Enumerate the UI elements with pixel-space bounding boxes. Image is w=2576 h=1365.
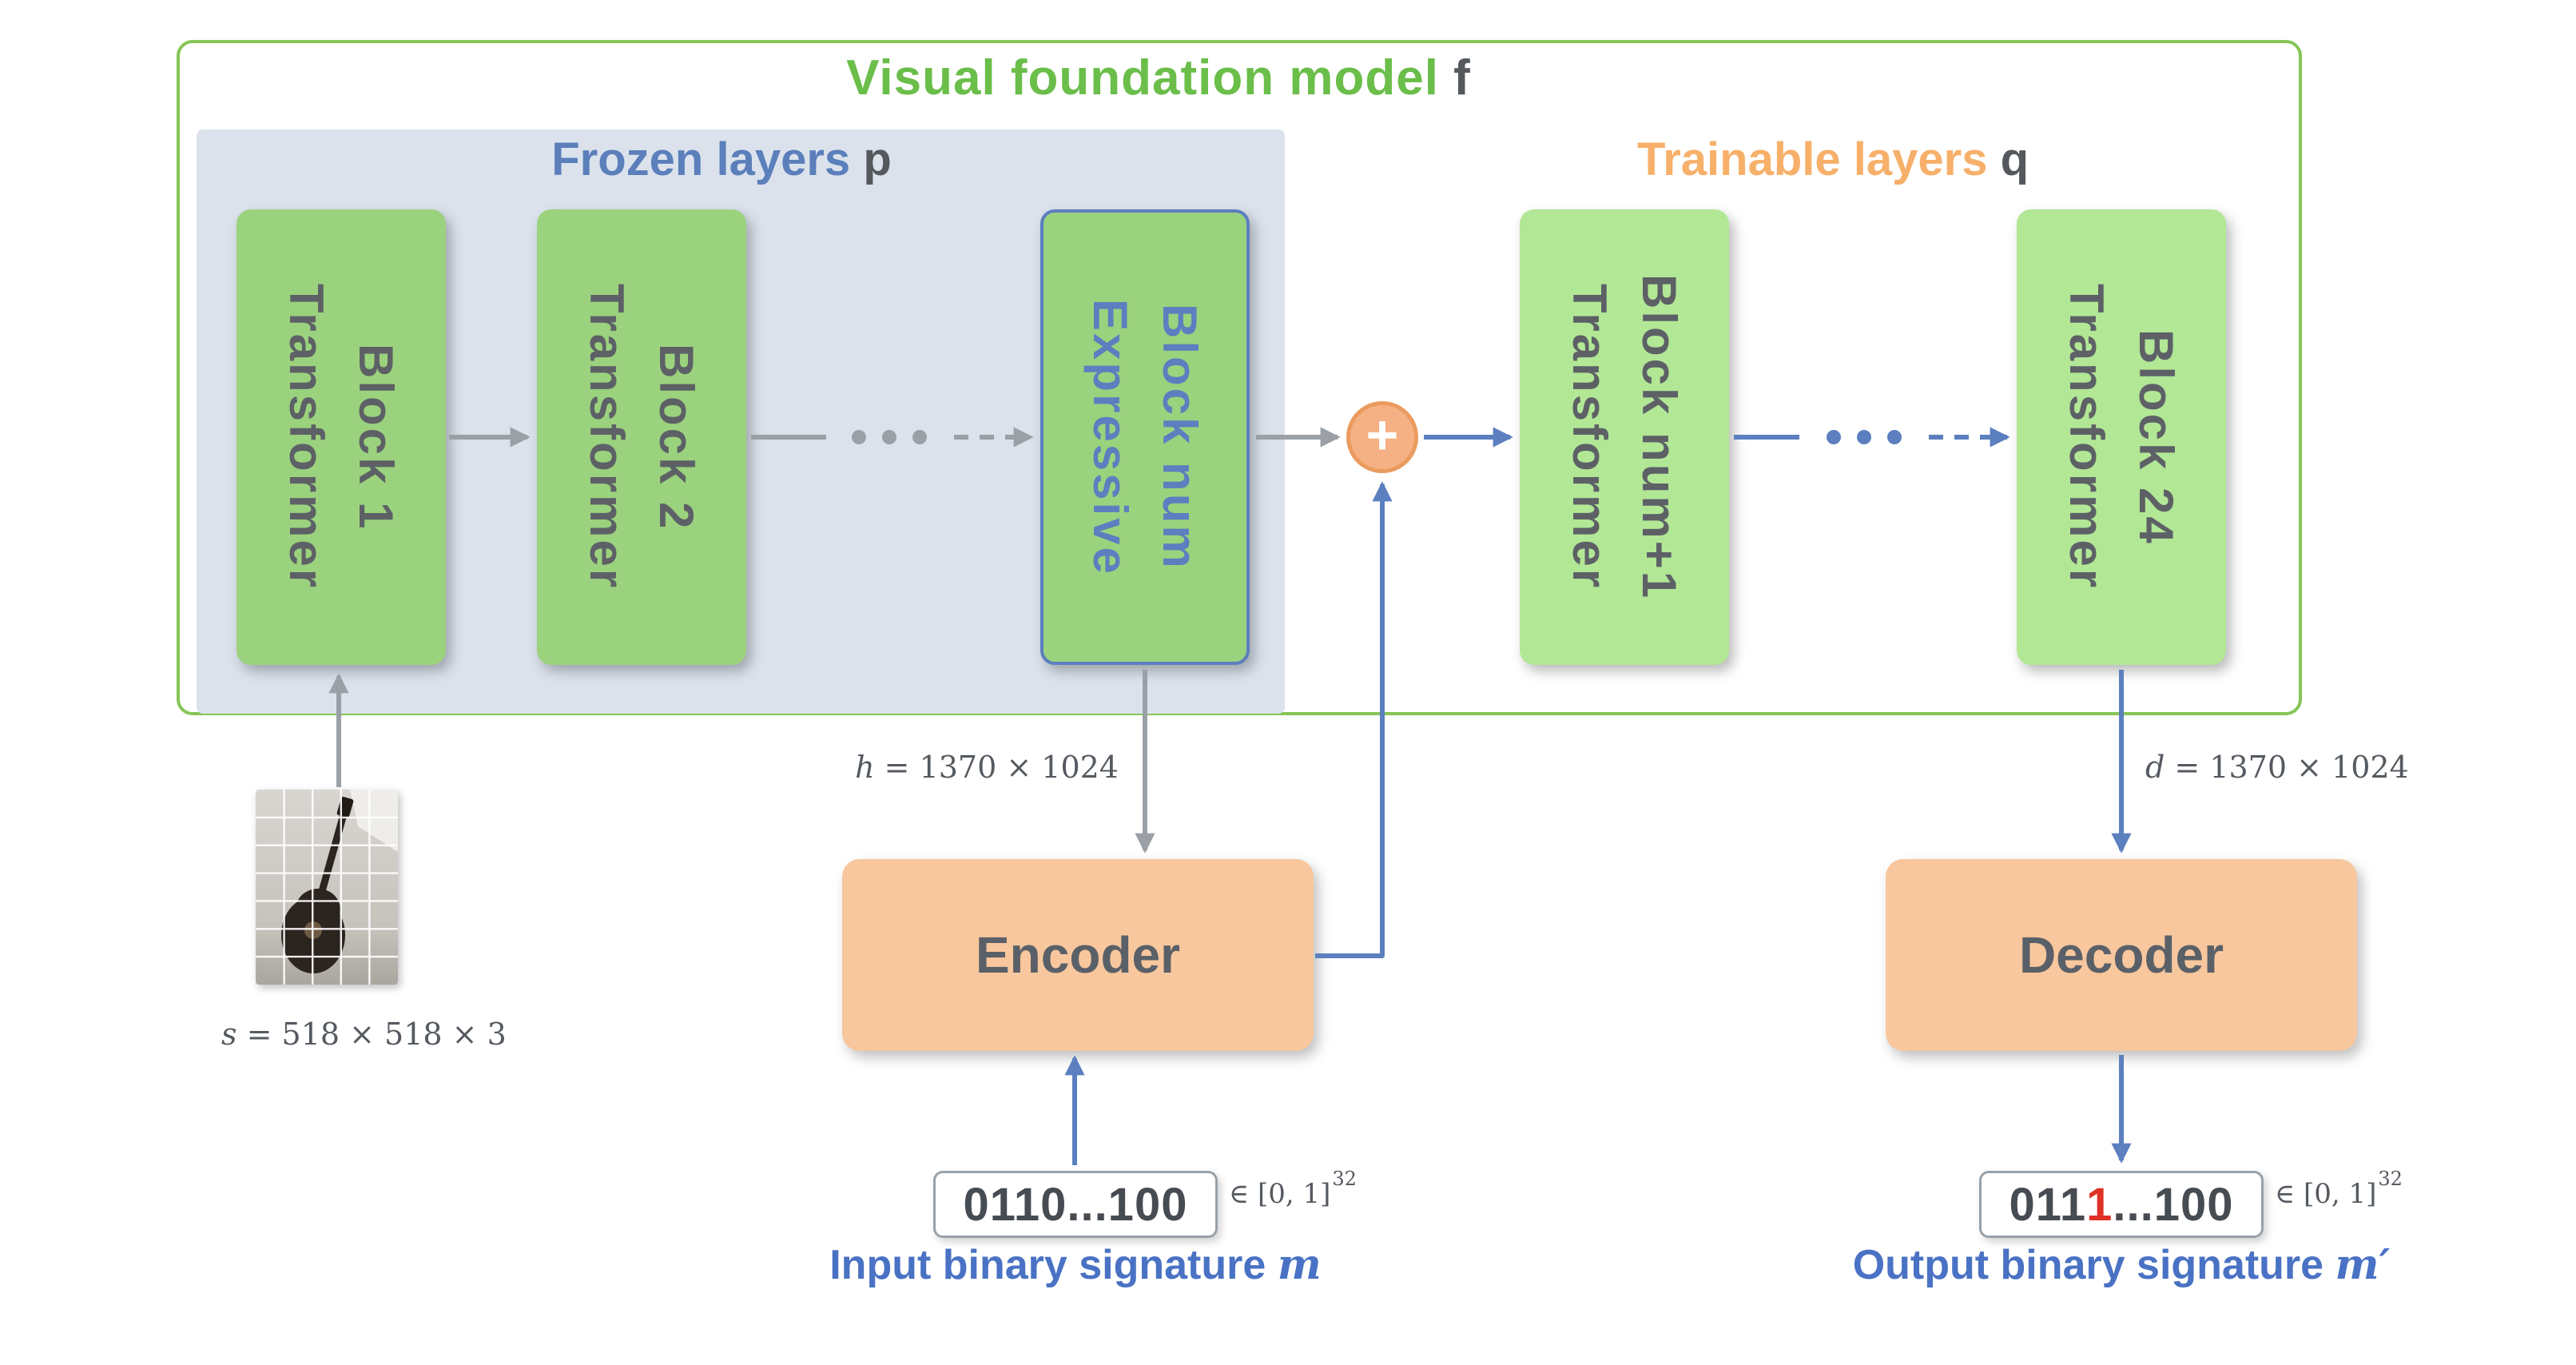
transformer-block-num-plus-1-label: Transformer Block num+1 xyxy=(1555,274,1694,600)
input-signature-caption: Input binary signature m xyxy=(796,1240,1355,1289)
expressive-block-num: Expressive Block num xyxy=(1040,209,1250,665)
transformer-block-1-label: Transformer Block 1 xyxy=(272,284,411,590)
input-membership: ∈ [0, 1]32 xyxy=(1229,1168,1357,1210)
block-label-line: Transformer xyxy=(1563,284,1616,591)
d-rest: = 1370 × 1024 xyxy=(2165,750,2409,785)
trainable-layers-label-text: Trainable layers xyxy=(1636,133,2001,185)
encoder-label: Encoder xyxy=(975,926,1181,984)
figure-title-var: f xyxy=(1453,50,1471,105)
frozen-layers-label-text: Frozen layers xyxy=(551,133,864,185)
transformer-block-24-label: Transformer Block 24 xyxy=(2052,284,2191,590)
transformer-block-2: Transformer Block 2 xyxy=(537,209,746,665)
block-label-line: Block 24 xyxy=(2129,328,2183,546)
block-label-line: Block 1 xyxy=(349,343,403,531)
membership-base: ∈ [0, 1] xyxy=(2275,1178,2377,1210)
patch-grid xyxy=(256,790,398,985)
expressive-block-label: Expressive Block num xyxy=(1075,299,1214,576)
encoder-box: Encoder xyxy=(842,859,1314,1051)
figure-title: Visual foundation model f xyxy=(719,50,1598,106)
plus-icon: + xyxy=(1366,404,1399,466)
decoder-dim-annotation: d = 1370 × 1024 xyxy=(2145,750,2409,785)
membership-base: ∈ [0, 1] xyxy=(1229,1178,1331,1210)
block-label-line: Transformer xyxy=(580,284,634,591)
output-signature-caption: Output binary signature m′ xyxy=(1842,1240,2401,1289)
h-rest: = 1370 × 1024 xyxy=(874,750,1119,785)
decoder-box: Decoder xyxy=(1886,859,2357,1051)
transformer-block-2-label: Transformer Block 2 xyxy=(572,284,711,590)
input-signature-box: 0110...100 xyxy=(933,1171,1218,1238)
input-signature-value: 0110...100 xyxy=(963,1178,1188,1231)
trainable-layers-var: q xyxy=(2000,133,2029,185)
input-image xyxy=(256,790,398,985)
trainable-layers-label: Trainable layers q xyxy=(1473,133,2192,186)
output-caption-var: m′ xyxy=(2335,1240,2391,1289)
output-membership: ∈ [0, 1]32 xyxy=(2275,1168,2403,1210)
s-var: s xyxy=(221,1017,237,1052)
transformer-block-1: Transformer Block 1 xyxy=(237,209,446,665)
block-label-line: Expressive xyxy=(1083,298,1137,576)
frozen-layers-label: Frozen layers p xyxy=(362,133,1081,186)
h-var: h xyxy=(855,750,875,785)
block-label-line: Transformer xyxy=(280,284,333,591)
block-label-line: Block num+1 xyxy=(1632,273,1686,601)
photo-highlight xyxy=(350,790,398,852)
input-caption-var: m xyxy=(1277,1240,1322,1289)
input-dim-annotation: s = 518 × 518 × 3 xyxy=(221,1017,507,1052)
output-signature-flipped-bit: 1 xyxy=(2086,1178,2113,1231)
membership-exponent: 32 xyxy=(1332,1168,1357,1190)
figure-title-text: Visual foundation model xyxy=(846,50,1454,105)
transformer-block-num-plus-1: Transformer Block num+1 xyxy=(1520,209,1729,665)
guitar-upper-bout xyxy=(296,889,340,930)
frozen-layers-var: p xyxy=(863,133,892,185)
s-rest: = 518 × 518 × 3 xyxy=(237,1017,507,1052)
output-caption-text: Output binary signature xyxy=(1852,1242,2335,1288)
transformer-block-24: Transformer Block 24 xyxy=(2017,209,2226,665)
block-label-line: Transformer xyxy=(2060,284,2113,591)
decoder-label: Decoder xyxy=(2018,926,2224,984)
block-label-line: Block num xyxy=(1153,304,1207,571)
add-node: + xyxy=(1346,401,1418,473)
input-caption-text: Input binary signature xyxy=(829,1242,1278,1288)
block-label-line: Block 2 xyxy=(650,343,703,531)
membership-exponent: 32 xyxy=(2378,1168,2403,1190)
hidden-dim-annotation: h = 1370 × 1024 xyxy=(799,750,1119,785)
guitar-photo xyxy=(256,790,398,985)
output-signature-prefix: 011 xyxy=(2009,1178,2087,1231)
output-signature-suffix: ...100 xyxy=(2113,1178,2234,1231)
d-var: d xyxy=(2145,750,2165,785)
